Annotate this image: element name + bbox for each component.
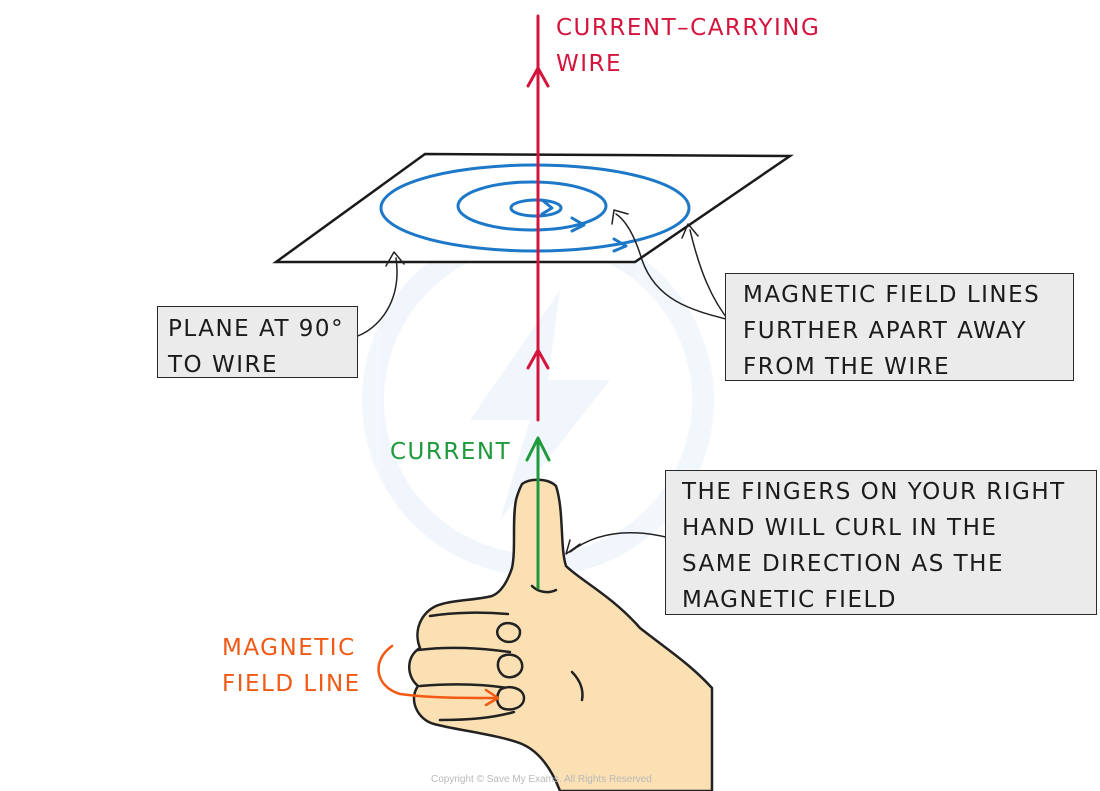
field-line-curl-arrow [377,644,500,707]
current-label: CURRENT [390,439,512,465]
wire-label: CURRENT–CARRYING WIRE [556,15,821,77]
plane-label: PLANE AT 90° TO WIRE [168,316,345,378]
field-line-arrowheads [540,198,628,253]
field-lines-callout: MAGNETIC FIELD LINES FURTHER APART AWAY … [725,273,1074,381]
plane-callout: PLANE AT 90° TO WIRE [157,306,358,378]
plane-sheet [272,152,795,264]
field-line-label: MAGNETIC FIELD LINE [222,635,361,697]
copyright-text: Copyright © Save My Exams. All Rights Re… [431,774,652,785]
current-arrow [525,436,551,590]
fingers-callout: THE FINGERS ON YOUR RIGHT HAND WILL CURL… [665,470,1097,615]
fingers-label: THE FINGERS ON YOUR RIGHT HAND WILL CURL… [682,479,1066,613]
field-lines-spacing-label: MAGNETIC FIELD LINES FURTHER APART AWAY … [743,282,1041,380]
magnetic-field-lines [379,163,691,253]
current-carrying-wire [526,14,550,422]
leader-lines [351,209,731,555]
